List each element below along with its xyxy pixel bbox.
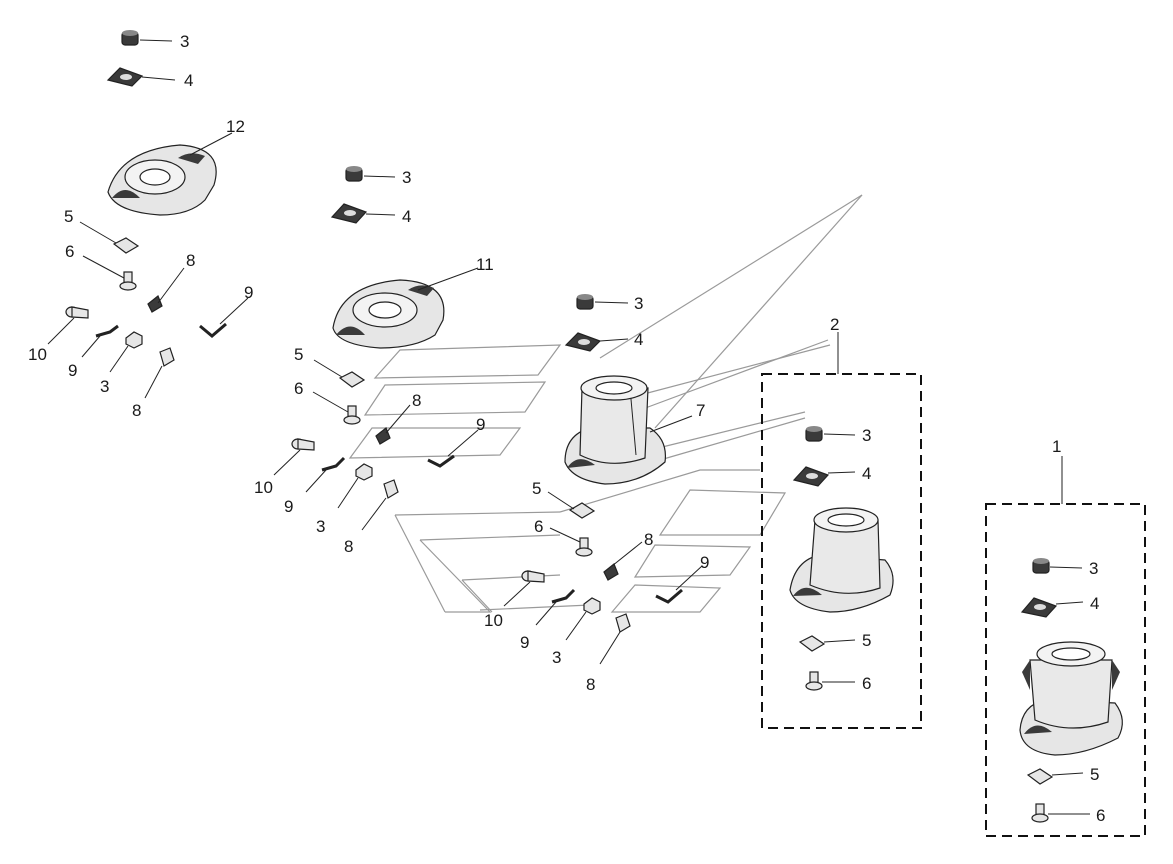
disc-12-icon [107,144,217,216]
hub-icon [1019,641,1123,756]
callout-9: 9 [520,633,529,652]
callout-10: 10 [254,478,273,497]
bolt-icon [343,405,361,425]
kit-2-box [761,373,922,729]
lock-nut-icon [121,30,139,46]
callout-9: 9 [68,361,77,380]
callout-3: 3 [316,517,325,536]
pin-icon [521,570,545,583]
callout-5: 5 [532,479,541,498]
group-item-12: 3 4 12 5 6 8 [28,30,253,420]
callout-7: 7 [696,401,705,420]
callout-4: 4 [184,71,193,90]
group-item-11: 3 4 11 5 6 8 [254,166,494,556]
callout-1: 1 [1052,437,1061,456]
lock-nut-icon [805,426,823,442]
plate-icon [568,502,596,519]
callout-4: 4 [862,464,871,483]
callout-11: 11 [476,255,494,274]
callout-3: 3 [552,648,561,667]
callout-8: 8 [186,251,195,270]
callout-8: 8 [412,391,421,410]
clip-icon [615,613,631,633]
callout-8: 8 [586,675,595,694]
clip-icon [159,347,175,367]
pin-icon [291,438,315,451]
callout-3: 3 [634,294,643,313]
tab-washer-icon [792,466,830,487]
spring-clip-icon [321,456,346,472]
nut-icon [125,331,143,349]
callout-6: 6 [1096,806,1105,825]
spring-clip-icon [95,324,119,338]
tab-washer-icon [1020,597,1058,618]
callout-4: 4 [1090,594,1099,613]
callout-5: 5 [862,631,871,650]
disc-11-icon [332,279,445,349]
callout-3: 3 [862,426,871,445]
callout-4: 4 [402,207,411,226]
tab-washer-icon [330,203,368,224]
hub-7-icon [564,375,667,485]
callout-8: 8 [344,537,353,556]
callout-6: 6 [294,379,303,398]
callout-3: 3 [100,377,109,396]
callout-8: 8 [644,530,653,549]
plate-icon [338,371,366,388]
callout-9: 9 [284,497,293,516]
callout-5: 5 [64,207,73,226]
kit-1-box [985,503,1146,837]
spring-clip-icon [427,454,455,468]
lock-nut-icon [576,294,594,310]
callout-2: 2 [830,315,839,334]
clip-icon [147,295,163,313]
nut-icon [583,597,601,615]
spring-clip-icon [199,322,227,338]
callout-3: 3 [180,32,189,51]
spring-clip-icon [551,588,576,604]
callout-6: 6 [65,242,74,261]
callout-3: 3 [402,168,411,187]
callout-6: 6 [534,517,543,536]
clip-icon [383,479,399,499]
callout-9: 9 [700,553,709,572]
group-item-7: 3 4 7 2 5 6 [484,294,839,694]
callout-12: 12 [226,117,245,136]
callout-8: 8 [132,401,141,420]
plate-icon [1026,768,1054,785]
bolt-icon [575,537,593,557]
bolt-icon [119,271,137,291]
clip-icon [603,563,619,581]
callout-9: 9 [476,415,485,434]
callout-10: 10 [28,345,47,364]
hub-icon [789,507,894,613]
bolt-icon [1031,803,1049,823]
pin-icon [65,306,89,319]
plate-icon [798,635,826,652]
lock-nut-icon [1032,558,1050,574]
callout-9: 9 [244,283,253,302]
kit-1: 1 3 4 5 6 [1019,437,1123,825]
nut-icon [355,463,373,481]
spring-clip-icon [655,588,683,604]
plate-icon [112,237,140,254]
kit-2: 3 4 5 6 [789,426,894,693]
callout-6: 6 [862,674,871,693]
lock-nut-icon [345,166,363,182]
bolt-icon [805,671,823,691]
tab-washer-icon [564,332,602,352]
callout-4: 4 [634,330,643,349]
callout-10: 10 [484,611,503,630]
callout-5: 5 [294,345,303,364]
callout-5: 5 [1090,765,1099,784]
tab-washer-icon [106,67,144,87]
callout-3: 3 [1089,559,1098,578]
